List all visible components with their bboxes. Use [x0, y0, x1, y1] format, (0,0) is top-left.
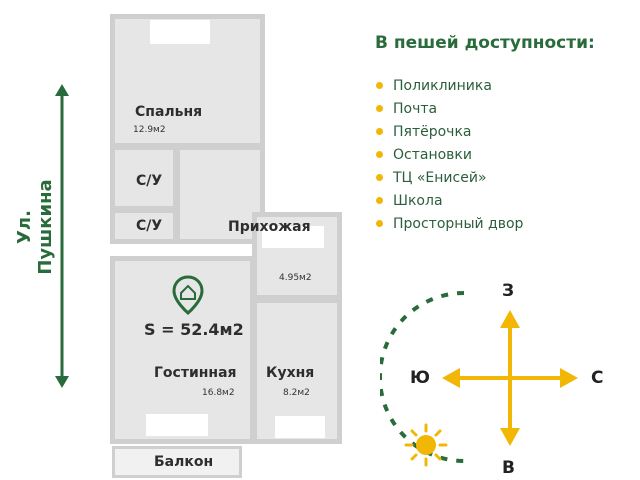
bullet-icon: [376, 82, 383, 89]
compass-west: Ю: [410, 368, 430, 388]
window: [262, 226, 324, 248]
living-label: Гостинная: [154, 365, 237, 381]
hallway-area: 4.95м2: [279, 273, 312, 283]
kitchen-label: Кухня: [266, 365, 315, 381]
amenities-title: В пешей доступности:: [375, 33, 595, 53]
bath2-label: С/У: [136, 218, 163, 234]
list-item: ТЦ «Енисей»: [376, 166, 523, 189]
list-item: Остановки: [376, 143, 523, 166]
list-item: Почта: [376, 97, 523, 120]
sun-icon: [404, 423, 448, 467]
living-area: 16.8м2: [202, 388, 235, 398]
compass-arrows: [442, 310, 578, 446]
window: [146, 414, 208, 436]
room-living: [110, 256, 255, 444]
amenities-list: Поликлиника Почта Пятёрочка Остановки ТЦ…: [376, 74, 523, 235]
compass-south: В: [502, 458, 515, 478]
bullet-icon: [376, 197, 383, 204]
bullet-icon: [376, 151, 383, 158]
street-arrow: [55, 84, 69, 388]
window: [150, 20, 210, 44]
room-hallway: [175, 145, 265, 244]
balcony-label: Балкон: [154, 454, 214, 470]
hallway-label: Прихожая: [228, 219, 311, 235]
bullet-icon: [376, 220, 383, 227]
list-item: Пятёрочка: [376, 120, 523, 143]
bath1-label: С/У: [136, 173, 163, 189]
bullet-icon: [376, 128, 383, 135]
total-area: S = 52.4м2: [144, 320, 244, 339]
room-balcony: [112, 446, 242, 478]
bedroom-area: 12.9м2: [133, 125, 166, 135]
list-item: Просторный двор: [376, 212, 523, 235]
room-bath2: [110, 208, 178, 244]
bullet-icon: [376, 174, 383, 181]
list-item: Поликлиника: [376, 74, 523, 97]
compass-north: З: [502, 281, 515, 301]
location-pin-icon: [172, 275, 204, 315]
bedroom-label: Спальня: [135, 104, 203, 120]
kitchen-area: 8.2м2: [283, 388, 310, 398]
compass-east: С: [591, 368, 604, 388]
street-label: Ул. Пушкина: [14, 179, 56, 275]
bullet-icon: [376, 105, 383, 112]
list-item: Школа: [376, 189, 523, 212]
window: [275, 416, 325, 438]
